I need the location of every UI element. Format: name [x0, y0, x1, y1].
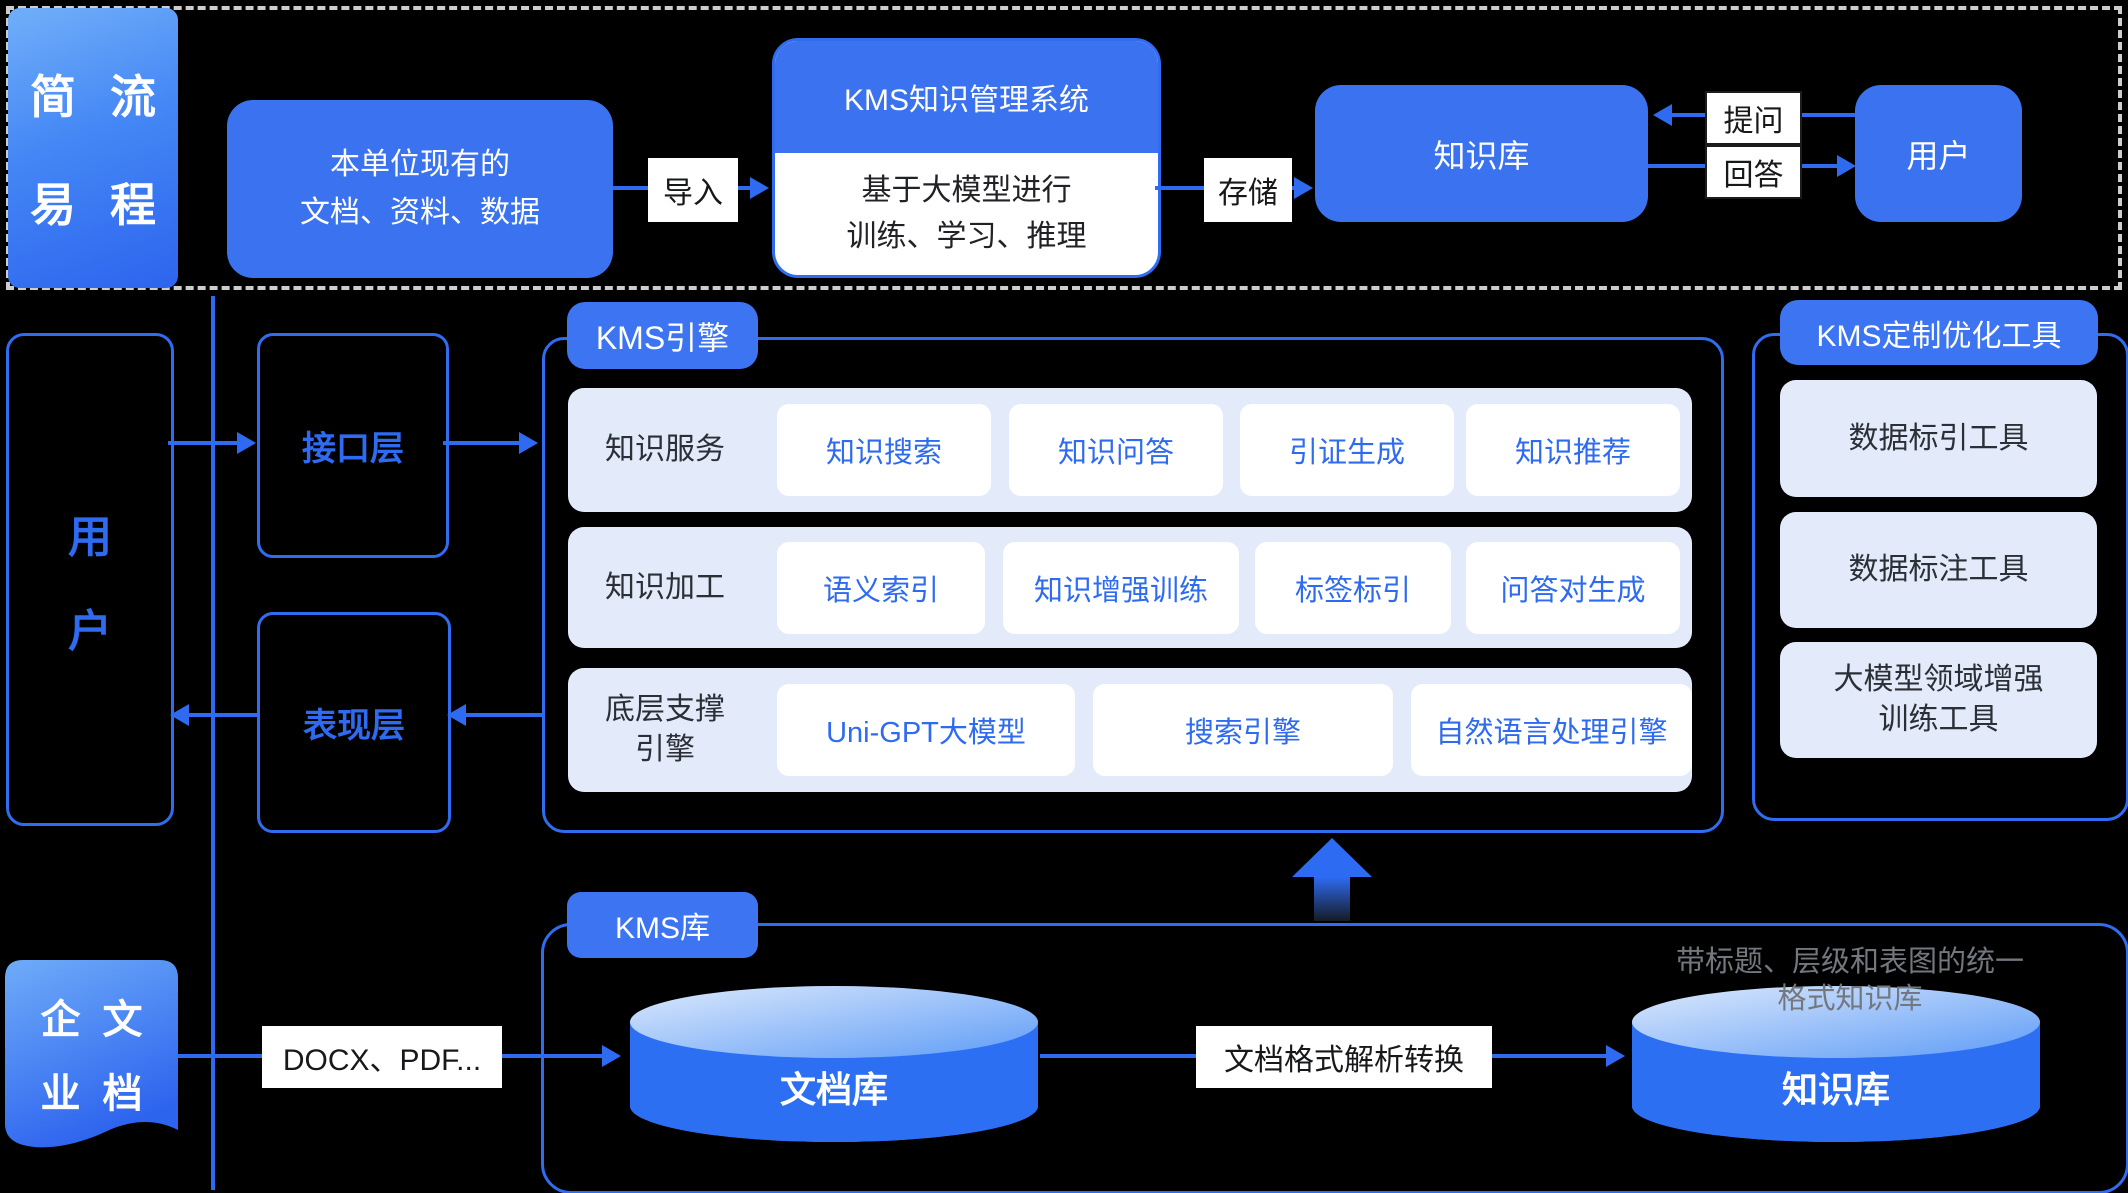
- chip-search-engine: 搜索引擎: [1093, 684, 1393, 776]
- answer-arrowhead-icon: [1837, 155, 1856, 177]
- interface-layer-box: 接口层: [257, 333, 449, 558]
- chip-knowledge-search: 知识搜索: [777, 404, 991, 496]
- existing-docs-line2: 文档、资料、数据: [300, 196, 540, 229]
- store-label: 存储: [1204, 158, 1292, 222]
- doc-library-label: 文档库: [779, 1069, 888, 1110]
- up-arrow-shaft: [1314, 877, 1350, 921]
- kms-system-title: KMS知识管理系统: [775, 41, 1158, 153]
- import-arrowhead-icon: [750, 177, 769, 199]
- user-box-middle: 用 户: [6, 333, 174, 826]
- knowledge-base-box-top: 知识库: [1315, 85, 1648, 222]
- tool-domain-enhanced-training: 大模型领域增强 训练工具: [1780, 642, 2097, 758]
- flow-char: 易: [30, 179, 76, 231]
- presentation-layer-box: 表现层: [257, 612, 451, 833]
- interface-to-engine-connector: [443, 441, 519, 445]
- user-to-interface-arrowhead-icon: [237, 432, 256, 454]
- kb-format-caption-line2: 格式知识库: [1777, 983, 1923, 1015]
- enterprise-doc-label: 企 文 业 档: [5, 960, 178, 1145]
- convert-label: 文档格式解析转换: [1196, 1026, 1492, 1088]
- existing-docs-line1: 本单位现有的: [330, 148, 510, 181]
- user-to-interface-connector: [168, 441, 237, 445]
- kms-engine-container: [542, 337, 1724, 833]
- row1-label: 知识服务: [605, 433, 725, 466]
- store-arrowhead-icon: [1294, 177, 1313, 199]
- kms-system-body: 基于大模型进行 训练、学习、推理: [775, 153, 1158, 275]
- chip-knowledge-qa: 知识问答: [1009, 404, 1223, 496]
- chip-knowledge-enhanced-training: 知识增强训练: [1003, 542, 1239, 634]
- tool-data-indexing: 数据标引工具: [1780, 380, 2097, 497]
- import-label: 导入: [648, 158, 738, 222]
- kms-system-body-line1: 基于大模型进行: [861, 174, 1072, 207]
- flow-char: 流: [110, 71, 156, 123]
- simple-flow-title-badge: 简 流 易 程: [8, 8, 178, 288]
- kms-tools-tag: KMS定制优化工具: [1780, 300, 2098, 365]
- kms-library-tag: KMS库: [567, 892, 758, 958]
- ask-arrowhead-icon: [1653, 104, 1672, 126]
- convert-arrowhead-icon: [1606, 1045, 1625, 1067]
- doc-library-cylinder: [628, 984, 1040, 1144]
- engine-to-presentation-arrowhead-icon: [447, 704, 466, 726]
- chip-semantic-index: 语义索引: [777, 542, 985, 634]
- chip-citation-generation: 引证生成: [1240, 404, 1454, 496]
- ask-label: 提问: [1705, 91, 1802, 145]
- kb-library-label: 知识库: [1781, 1069, 1890, 1110]
- existing-docs-box: 本单位现有的 文档、资料、数据: [227, 100, 613, 278]
- kb-format-caption-line1: 带标题、层级和表图的统一: [1675, 946, 2024, 978]
- flow-char: 简: [30, 71, 76, 123]
- kb-library-cylinder: [1630, 984, 2042, 1144]
- tool-data-annotation: 数据标注工具: [1780, 512, 2097, 628]
- user-box-top: 用户: [1855, 85, 2022, 222]
- row3-label-line1: 底层支撑: [605, 693, 725, 726]
- chip-tag-indexing: 标签标引: [1255, 542, 1451, 634]
- chip-qa-pair-generation: 问答对生成: [1466, 542, 1680, 634]
- tool3-line2: 训练工具: [1878, 703, 1999, 736]
- answer-label: 回答: [1705, 145, 1802, 199]
- enterprise-char: 档: [102, 1071, 143, 1116]
- bus-vertical-line: [211, 296, 215, 1190]
- up-arrowhead-icon: [1292, 838, 1372, 877]
- user-char: 户: [68, 606, 112, 656]
- kms-library-container: [541, 923, 2128, 1193]
- user-char: 用: [68, 512, 112, 562]
- kms-engine-tag: KMS引擎: [567, 302, 758, 369]
- interface-to-engine-arrowhead-icon: [519, 432, 538, 454]
- presentation-to-user-arrowhead-icon: [170, 704, 189, 726]
- chip-unigpt-model: Uni-GPT大模型: [777, 684, 1075, 776]
- row3-label: 底层支撑 引擎: [580, 668, 750, 792]
- enterprise-char: 业: [40, 1071, 81, 1116]
- presentation-to-user-connector: [189, 713, 257, 717]
- kb-format-caption: 带标题、层级和表图的统一 格式知识库: [1600, 944, 2100, 1018]
- enterprise-char: 企: [40, 997, 81, 1042]
- enterprise-doc-shape: [5, 960, 178, 1160]
- docx-label: DOCX、PDF...: [262, 1026, 502, 1088]
- enterprise-char: 文: [102, 997, 143, 1042]
- chip-nlp-engine: 自然语言处理引擎: [1411, 684, 1692, 776]
- kms-system-box: KMS知识管理系统 基于大模型进行 训练、学习、推理: [772, 38, 1161, 278]
- row3-label-line2: 引擎: [635, 733, 695, 766]
- tool3-line1: 大模型领域增强: [1833, 663, 2044, 696]
- engine-to-presentation-connector: [466, 713, 542, 717]
- flow-char: 程: [110, 179, 156, 231]
- chip-knowledge-recommend: 知识推荐: [1466, 404, 1680, 496]
- docx-arrowhead-icon: [602, 1045, 621, 1067]
- kms-system-body-line2: 训练、学习、推理: [846, 220, 1087, 253]
- row2-label: 知识加工: [605, 570, 725, 604]
